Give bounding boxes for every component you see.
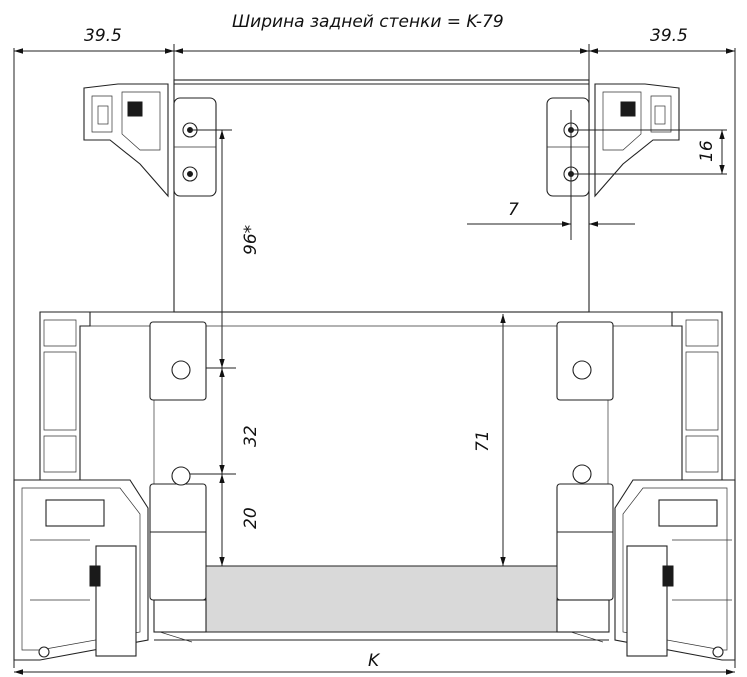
left-runner-profile	[13, 311, 149, 661]
right-offset-label: 39.5	[650, 26, 688, 46]
left-rear-bracket	[83, 83, 217, 198]
right-rear-bracket	[546, 83, 680, 198]
overall-width-label: K	[368, 651, 381, 671]
left-mounting-plates	[149, 321, 207, 601]
drawer-bottom-panel	[153, 565, 610, 643]
back-panel-width-label: Ширина задней стенки = K-79	[232, 12, 504, 32]
back-panel	[173, 79, 590, 313]
bracket-dimension-lines	[467, 110, 727, 240]
hole-height-label: 96*	[241, 225, 261, 255]
right-mounting-plates	[556, 321, 614, 601]
bottom-offset-label: 20	[241, 507, 261, 529]
right-runner-profile	[614, 311, 736, 661]
side-gap-label: 7	[508, 200, 519, 220]
mount-spacing-label: 32	[241, 425, 261, 447]
bracket-hole-spacing-label: 16	[697, 140, 717, 162]
inner-height-label: 71	[473, 430, 493, 452]
left-offset-label: 39.5	[84, 26, 122, 46]
